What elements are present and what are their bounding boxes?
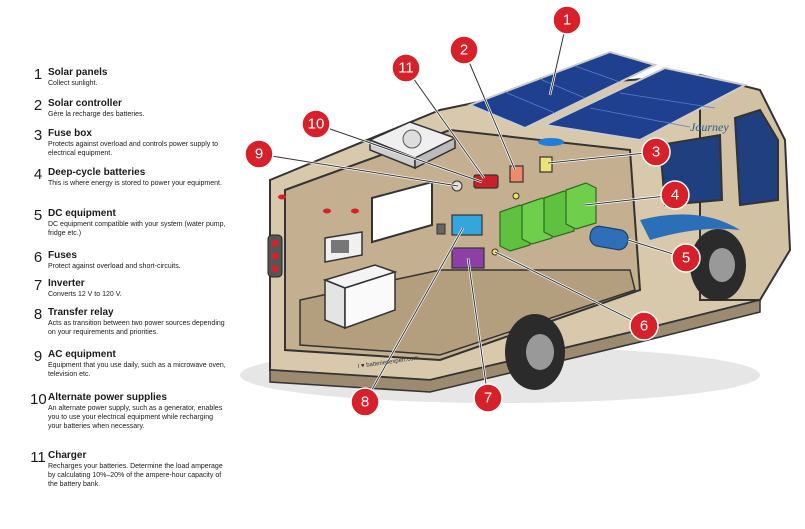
legend-description: DC equipment compatible with your system… — [48, 221, 226, 237]
legend-description: Gère la recharge des batteries. — [48, 111, 145, 118]
legend-title: Deep-cycle batteries — [48, 167, 146, 178]
legend-number: 6 — [33, 249, 43, 266]
marker-circle — [629, 311, 659, 341]
marker-5: 5 — [671, 243, 701, 273]
legend-description: Equipment that you use daily, such as a … — [48, 362, 226, 378]
transfer-relay-box — [451, 214, 483, 236]
legend-title: Charger — [48, 450, 87, 461]
legend-number: 7 — [33, 277, 43, 294]
kitchen-cabinet — [322, 264, 398, 330]
deep-cycle-batteries — [499, 182, 597, 252]
marker-circle — [350, 387, 380, 417]
legend-title: Transfer relay — [48, 307, 114, 318]
marker-number: 5 — [682, 250, 690, 267]
solar-panels — [467, 50, 748, 142]
marker-3: 3 — [641, 137, 671, 167]
marker-number: 10 — [308, 116, 325, 133]
legend-title: Inverter — [48, 278, 85, 289]
marker-number: 9 — [255, 146, 263, 163]
legend-number: 9 — [33, 348, 43, 365]
marker-4: 4 — [660, 180, 690, 210]
marker-circle — [449, 35, 479, 65]
legend-number: 8 — [33, 306, 43, 323]
marker-2: 2 — [449, 35, 479, 65]
marker-number: 11 — [398, 60, 414, 77]
charger-box — [473, 174, 499, 189]
legend-number: 3 — [33, 127, 43, 144]
marker-circle — [552, 5, 582, 35]
legend-description: This is where energy is stored to power … — [48, 180, 222, 187]
marker-number: 2 — [460, 42, 468, 59]
legend-title: Solar panels — [48, 67, 108, 78]
marker-7: 7 — [473, 383, 503, 413]
water-pump-tank — [589, 225, 629, 251]
legend-description: Protect against overload and short-circu… — [48, 263, 181, 270]
legend-title: AC equipment — [48, 349, 116, 360]
marker-circle — [301, 109, 331, 139]
marker-6: 6 — [629, 311, 659, 341]
numbered-markers: 1 2 3 4 5 6 7 8 9 10 11 — [244, 5, 701, 417]
front-wheel — [690, 229, 746, 301]
marker-11: 11 — [391, 53, 421, 83]
marker-circle — [671, 243, 701, 273]
marker-number: 4 — [671, 187, 679, 204]
legend-title: Alternate power supplies — [48, 392, 167, 403]
legend-number: 5 — [33, 207, 43, 224]
cab-window — [733, 108, 779, 207]
marker-1: 1 — [552, 5, 582, 35]
legend-title: DC equipment — [48, 208, 116, 219]
marker-9: 9 — [244, 139, 274, 169]
body-swoosh — [640, 214, 740, 240]
marker-circle — [641, 137, 671, 167]
legend-number: 2 — [33, 97, 43, 114]
legend-number: 4 — [33, 166, 43, 183]
marker-number: 7 — [484, 390, 492, 407]
rear-wheel — [505, 314, 565, 390]
marker-number: 1 — [563, 12, 571, 29]
legend-description: Converts 12 V to 120 V. — [48, 291, 122, 298]
marker-number: 6 — [640, 318, 648, 335]
fuse-box — [539, 156, 553, 173]
marker-number: 3 — [652, 144, 660, 161]
legend-number: 11 — [30, 449, 46, 466]
ceiling-light — [538, 138, 564, 146]
legend-title: Fuse box — [48, 128, 92, 139]
outlet-box — [436, 223, 446, 235]
marker-circle — [473, 383, 503, 413]
marker-circle — [391, 53, 421, 83]
legend-title: Solar controller — [48, 98, 122, 109]
microwave — [324, 231, 363, 263]
marker-circle — [244, 139, 274, 169]
marker-10: 10 — [301, 109, 331, 139]
legend-description: Acts as transition between two power sou… — [48, 320, 225, 336]
legend-description: Recharges your batteries. Determine the … — [48, 463, 223, 488]
marker-number: 8 — [361, 394, 369, 411]
fuse-dot-upper — [512, 192, 520, 200]
legend-description: Collect sunlight. — [48, 80, 98, 87]
legend-title: Fuses — [48, 250, 77, 261]
brand-logo: Journey — [690, 120, 729, 134]
solar-controller-box — [509, 165, 524, 183]
television — [371, 180, 433, 244]
legend-description: An alternate power supply, such as a gen… — [48, 405, 223, 430]
legend-number: 10 — [30, 391, 47, 408]
legend-number: 1 — [33, 66, 43, 83]
marker-8: 8 — [350, 387, 380, 417]
marker-circle — [660, 180, 690, 210]
legend-description: Protects against overload and controls p… — [48, 141, 219, 157]
